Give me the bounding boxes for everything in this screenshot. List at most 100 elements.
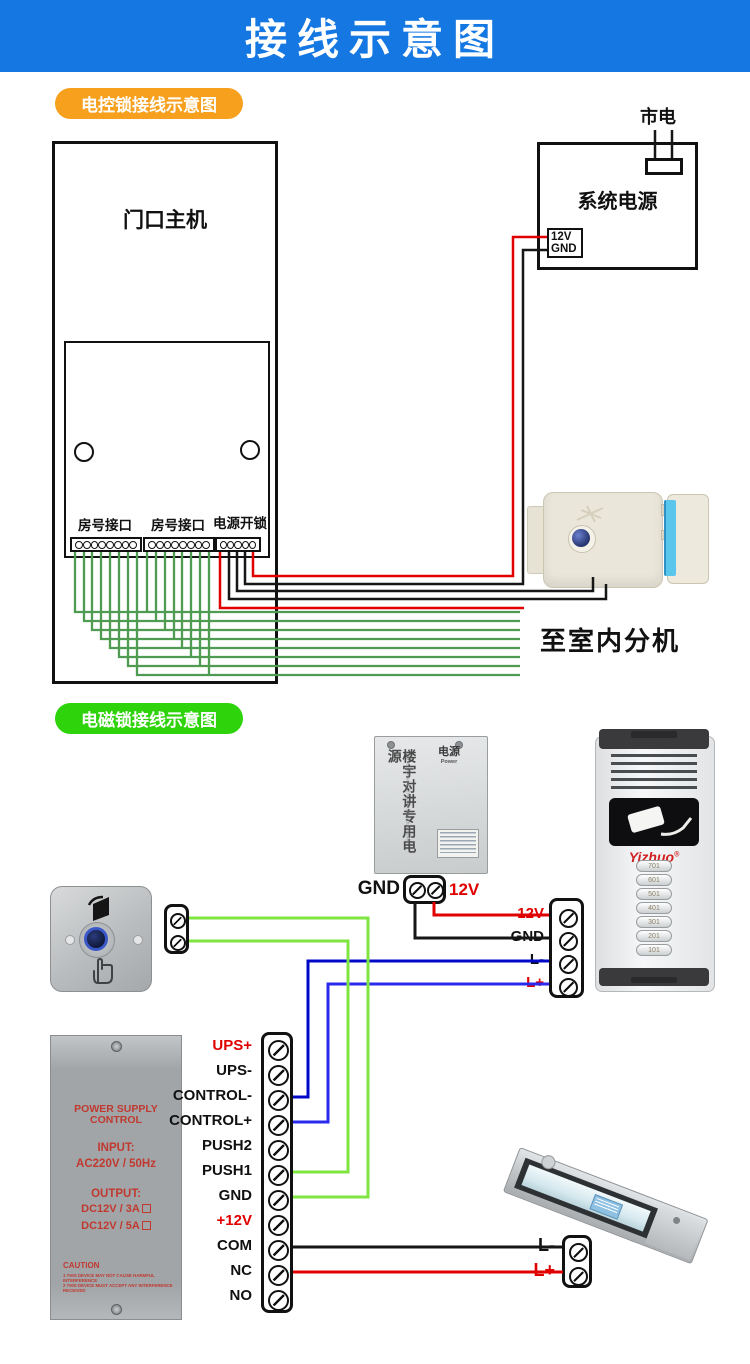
- intercom-bottom-cap: [599, 968, 709, 986]
- intercom-image: Yizhuo® 701 601 501 401 301 201 101: [595, 726, 715, 994]
- section-tag-magnetic-lock: 电磁锁接线示意图: [55, 703, 243, 734]
- intercom-label-lminus: L-: [529, 951, 544, 968]
- intercom-screw-gnd: [559, 931, 578, 951]
- intercom-button-501: 501: [636, 888, 672, 900]
- maglock-terminal-strip: [562, 1235, 592, 1288]
- section-tag-electric-lock: 电控锁接线示意图: [55, 88, 243, 119]
- psc-output-label: OUTPUT:: [91, 1188, 141, 1200]
- controller-label-gnd: GND: [218, 1187, 252, 1204]
- controller-screw-12v: [268, 1214, 289, 1236]
- controller-terminal-strip: [261, 1032, 293, 1313]
- psc-screw-top: [111, 1041, 122, 1052]
- intercom-speaker-grille: [611, 754, 697, 792]
- controller-screw-control-minus: [268, 1089, 289, 1111]
- psu-gnd-screw: [408, 881, 426, 899]
- intercom-button-201: 201: [636, 930, 672, 942]
- intercom-button-601: 601: [636, 874, 672, 886]
- wire-gnd-black-top: [243, 248, 547, 586]
- exit-plate-screw-right: [133, 935, 143, 945]
- door-open-icon: [87, 895, 109, 921]
- controller-label-ups-plus: UPS+: [212, 1037, 252, 1054]
- controller-screw-ups-minus: [268, 1064, 289, 1086]
- controller-label-com: COM: [217, 1237, 252, 1254]
- intercom-psu-box: 楼宇对讲专用电源 LOUYU DUIJIANG ZHUANYONG DIANYU…: [374, 736, 488, 874]
- intercom-terminal-strip: [549, 898, 584, 998]
- psc-input-value: AC220V / 50Hz: [76, 1158, 156, 1170]
- psu-side-text-en: LOUYU DUIJIANG ZHUANYONG DIANYUAN: [405, 751, 411, 844]
- mounting-hole-right: [240, 440, 260, 460]
- terminal-group-label-unlock: 电源开锁: [213, 516, 267, 531]
- swipe-hand-icon: [660, 817, 693, 836]
- psu-screw-right: [455, 741, 463, 749]
- controller-screw-nc: [268, 1264, 289, 1286]
- intercom-screw-lplus: [559, 977, 578, 997]
- controller-label-control-minus: CONTROL-: [172, 1087, 252, 1104]
- psu-output-terminal: [403, 875, 446, 904]
- controller-screw-gnd: [268, 1189, 289, 1211]
- psu-gnd-label: GND: [357, 878, 400, 899]
- intercom-brand-reg: ®: [674, 851, 680, 859]
- controller-label-push1: PUSH1: [201, 1162, 252, 1179]
- dc-gnd-label: GND: [551, 243, 577, 256]
- exit-screw-1: [169, 913, 186, 929]
- psc-output-2: DC12V / 5A: [51, 1220, 181, 1233]
- controller-label-ups-minus: UPS-: [216, 1062, 252, 1079]
- maglock-label-lminus: L-: [538, 1235, 555, 1255]
- controller-screw-ups-plus: [268, 1039, 289, 1061]
- psc-caution-line2: 2 THIS DEVICE MUST ACCEPT ANY INTERFEREN…: [63, 1283, 173, 1293]
- exit-button-button: [84, 927, 108, 951]
- psc-input-label: INPUT:: [97, 1142, 135, 1154]
- exit-screw-2: [169, 935, 186, 951]
- psu-power-label: 电源: [438, 746, 460, 758]
- psc-output-1: DC12V / 3A: [51, 1203, 181, 1216]
- controller-screw-no: [268, 1289, 289, 1311]
- intercom-label-gnd: GND: [510, 928, 544, 945]
- intercom-button-301: 301: [636, 916, 672, 928]
- exit-button-image: [50, 886, 152, 992]
- to-indoor-label: 至室内分机: [540, 626, 681, 656]
- room-terminal-strip-1: [70, 537, 142, 552]
- intercom-screw-lminus: [559, 954, 578, 974]
- intercom-button-701: 701: [636, 860, 672, 872]
- psc-caution-title: CAUTION: [63, 1261, 100, 1270]
- intercom-label-12v: 12V: [517, 905, 544, 922]
- lock-star-emblem: [576, 505, 604, 523]
- page-title: 接线示意图: [244, 15, 505, 63]
- hand-press-icon: [93, 957, 113, 984]
- controller-label-push2: PUSH2: [201, 1137, 252, 1154]
- lock-strike-blue-strip: [664, 500, 676, 576]
- psu-side-text: 楼宇对讲专用电源: [386, 749, 418, 854]
- controller-label-nc: NC: [230, 1262, 252, 1279]
- intercom-button-101: 101: [636, 944, 672, 956]
- exit-plate-screw-left: [65, 935, 75, 945]
- dc-output-terminal: 12V GND: [547, 228, 583, 258]
- psu-power-label-en: Power: [440, 759, 458, 765]
- room-terminal-strip-2: [143, 537, 215, 552]
- psc-box: POWER SUPPLY CONTROL INPUT: AC220V / 50H…: [50, 1035, 182, 1320]
- electric-lock-image: [525, 488, 710, 592]
- exit-terminal-strip: [164, 904, 189, 954]
- psc-title: POWER SUPPLY CONTROL: [74, 1103, 158, 1127]
- mounting-hole-left: [74, 442, 94, 462]
- unlock-terminal-strip: [215, 537, 261, 552]
- intercom-card-reader: [609, 798, 699, 846]
- controller-screw-push2: [268, 1139, 289, 1161]
- psu-spec-sticker: [437, 829, 479, 858]
- door-station-title: 门口主机: [123, 209, 207, 232]
- controller-label-no: NO: [229, 1287, 253, 1304]
- intercom-label-lplus: L+: [526, 974, 544, 991]
- psc-screw-bottom: [111, 1304, 122, 1315]
- wire-12v-red-top: [251, 235, 547, 578]
- controller-screw-com: [268, 1239, 289, 1261]
- maglock-label-lplus: L+: [533, 1260, 555, 1280]
- controller-screw-push1: [268, 1164, 289, 1186]
- lock-button: [572, 529, 590, 547]
- terminal-group-label-room2: 房号接口: [151, 518, 205, 533]
- intercom-screw-12v: [559, 908, 578, 928]
- header-banner: 接线示意图: [0, 0, 750, 72]
- section-tag-electric-lock-label: 电控锁接线示意图: [81, 96, 217, 115]
- psu-screw-left: [387, 741, 395, 749]
- intercom-top-cap: [599, 729, 709, 749]
- intercom-button-401: 401: [636, 902, 672, 914]
